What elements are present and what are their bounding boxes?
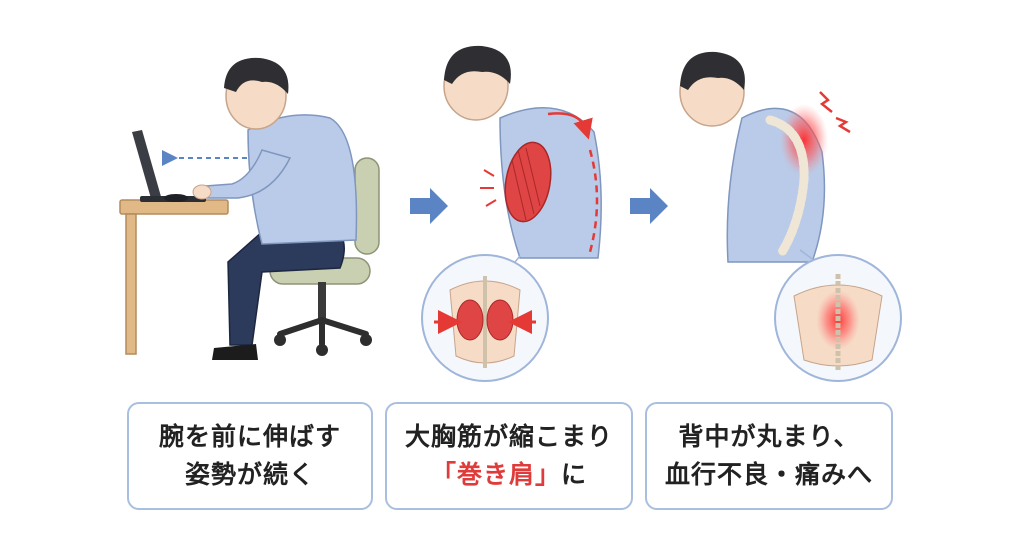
caption-step-3-line-1: 背中が丸まり、 bbox=[678, 422, 860, 451]
caption-step-1: 腕を前に伸ばす 姿勢が続く bbox=[127, 402, 373, 510]
ribcage-chest bbox=[434, 276, 536, 368]
caption-step-1-line-1: 腕を前に伸ばす bbox=[158, 422, 341, 451]
caption-step-2-line-2: 「巻き肩」に bbox=[431, 456, 587, 494]
pain-spark-icon bbox=[480, 169, 497, 207]
pain-glow bbox=[780, 104, 828, 176]
back-skeleton bbox=[793, 274, 883, 372]
caption-step-2-highlight: 「巻き肩」 bbox=[430, 460, 561, 489]
caption-step-1-line-2: 姿勢が続く bbox=[184, 460, 315, 489]
right-arrow-icon bbox=[410, 188, 448, 224]
office-chair bbox=[269, 157, 380, 356]
right-arrow-icon bbox=[630, 188, 668, 224]
caption-step-2: 大胸筋が縮こまり 「巻き肩」に bbox=[385, 402, 633, 510]
pain-spark-icon bbox=[819, 91, 851, 134]
caption-step-2-line-1: 大胸筋が縮こまり bbox=[404, 422, 613, 451]
caption-step-2-rest: に bbox=[561, 460, 588, 489]
sitting-person bbox=[192, 57, 358, 360]
desk bbox=[119, 199, 229, 355]
scene-rounded-shoulders bbox=[421, 45, 602, 382]
caption-step-3-line-2: 血行不良・痛みへ bbox=[664, 460, 873, 489]
scene-rounded-back bbox=[679, 51, 902, 382]
laptop bbox=[132, 130, 206, 202]
caption-step-3: 背中が丸まり、 血行不良・痛みへ bbox=[645, 402, 893, 510]
spine bbox=[765, 115, 809, 257]
scene-desk-worker bbox=[119, 57, 380, 360]
